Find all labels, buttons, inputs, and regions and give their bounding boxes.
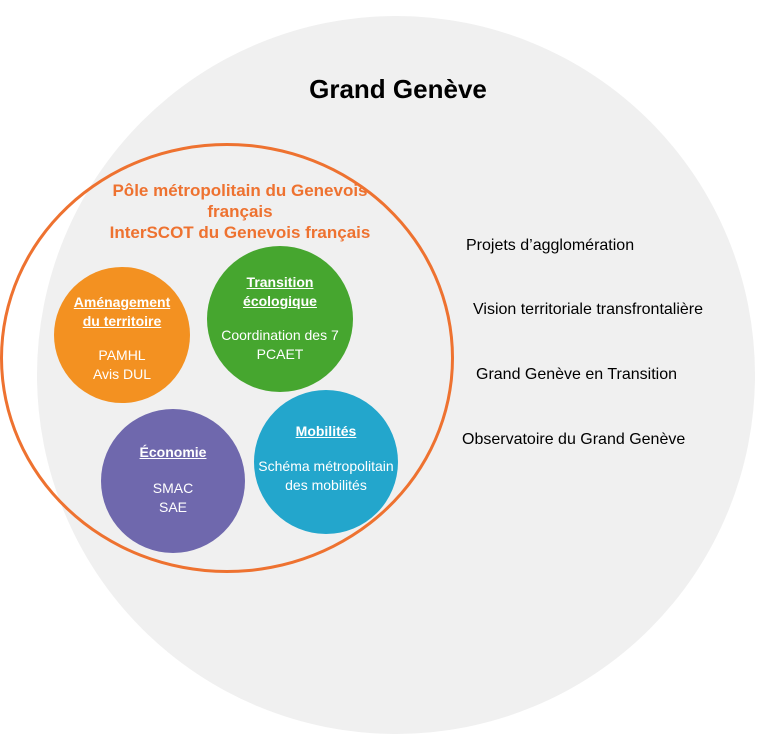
theme-bubble-amenagement: Aménagement du territoire PAMHL Avis DUL: [54, 267, 190, 403]
theme-title-line: du territoire: [82, 313, 162, 329]
ring-title-line-2: français: [207, 202, 273, 221]
pole-metropolitain-title: Pôle métropolitain du Genevois français …: [62, 180, 418, 243]
theme-body-economie: SMAC SAE: [101, 479, 245, 517]
theme-body-mobilites: Schéma métropolitain des mobilités: [254, 457, 398, 495]
theme-title-line: Transition: [246, 274, 314, 290]
theme-body-line: des mobilités: [285, 477, 367, 493]
theme-title-mobilites: Mobilités: [254, 422, 398, 441]
theme-title-amenagement: Aménagement du territoire: [54, 293, 190, 331]
theme-bubble-mobilites: Mobilités Schéma métropolitain des mobil…: [254, 390, 398, 534]
theme-body-transition: Coordination des 7 PCAET: [207, 326, 353, 364]
ring-title-line-1: Pôle métropolitain du Genevois: [112, 181, 368, 200]
theme-body-line: Schéma métropolitain: [258, 458, 394, 474]
diagram-title: Grand Genève: [309, 74, 487, 104]
theme-body-amenagement: PAMHL Avis DUL: [54, 346, 190, 384]
theme-body-line: PCAET: [256, 346, 304, 362]
theme-body-line: Avis DUL: [92, 366, 152, 382]
theme-title-transition: Transition écologique: [207, 273, 353, 311]
theme-title-line: Économie: [139, 444, 207, 460]
theme-title-line: Mobilités: [295, 423, 357, 439]
ring-title-line-3: InterSCOT du Genevois français: [109, 223, 371, 242]
theme-bubble-transition: Transition écologique Coordination des 7…: [207, 246, 353, 392]
side-item-observatoire: Observatoire du Grand Genève: [462, 431, 686, 448]
theme-body-line: PAMHL: [98, 347, 146, 363]
side-item-grand-geneve-transition: Grand Genève en Transition: [476, 366, 678, 383]
theme-title-line: écologique: [243, 293, 317, 309]
theme-body-line: SAE: [158, 499, 187, 515]
side-item-vision-territoriale: Vision territoriale transfrontalière: [473, 301, 704, 318]
side-item-projets-agglomeration: Projets d’agglomération: [466, 237, 635, 254]
theme-bubble-economie: Économie SMAC SAE: [101, 409, 245, 553]
theme-title-line: Aménagement: [73, 294, 171, 310]
theme-title-economie: Économie: [101, 443, 245, 462]
pole-metropolitain-ring: [0, 143, 454, 573]
theme-body-line: SMAC: [152, 480, 194, 496]
theme-body-line: Coordination des 7: [221, 327, 339, 343]
